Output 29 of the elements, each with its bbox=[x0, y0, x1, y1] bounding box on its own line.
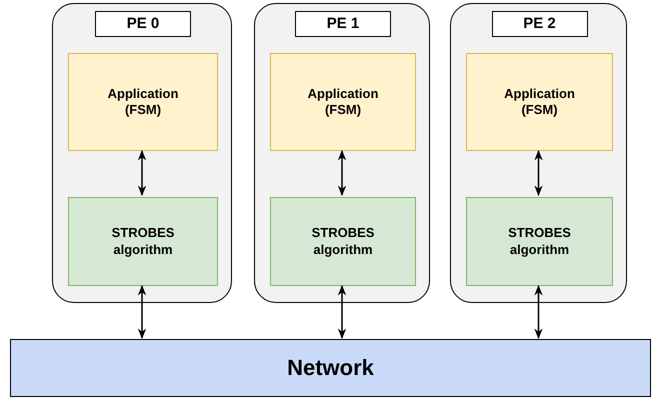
double-arrow bbox=[534, 284, 543, 340]
box-label: Application (FSM) bbox=[306, 86, 380, 118]
process-box bbox=[466, 53, 613, 151]
box-label: Network bbox=[287, 354, 374, 382]
double-arrow bbox=[534, 150, 543, 196]
process-box bbox=[270, 197, 416, 286]
panel-title: PE 2 bbox=[523, 14, 556, 34]
network-bar bbox=[10, 339, 651, 397]
processing-element-panel bbox=[52, 3, 232, 303]
box-label: Application (FSM) bbox=[106, 86, 180, 118]
double-arrow bbox=[138, 150, 146, 196]
panel-title: PE 1 bbox=[326, 14, 360, 34]
box-label: STROBES algorithm bbox=[507, 225, 572, 258]
process-box bbox=[270, 53, 416, 151]
title-box bbox=[95, 11, 191, 37]
double-arrow bbox=[338, 150, 346, 196]
box-label: STROBES algorithm bbox=[110, 225, 176, 258]
box-label: Application (FSM) bbox=[503, 86, 576, 118]
box-label: STROBES algorithm bbox=[310, 225, 376, 258]
double-arrow bbox=[138, 284, 146, 340]
panel-title: PE 0 bbox=[126, 14, 160, 34]
process-box bbox=[466, 197, 613, 286]
processing-element-panel bbox=[254, 3, 430, 303]
processing-element-panel bbox=[450, 3, 627, 303]
title-box bbox=[295, 11, 391, 37]
process-box bbox=[68, 197, 218, 286]
double-arrow bbox=[338, 284, 346, 340]
title-box bbox=[492, 11, 588, 37]
process-box bbox=[68, 53, 218, 151]
